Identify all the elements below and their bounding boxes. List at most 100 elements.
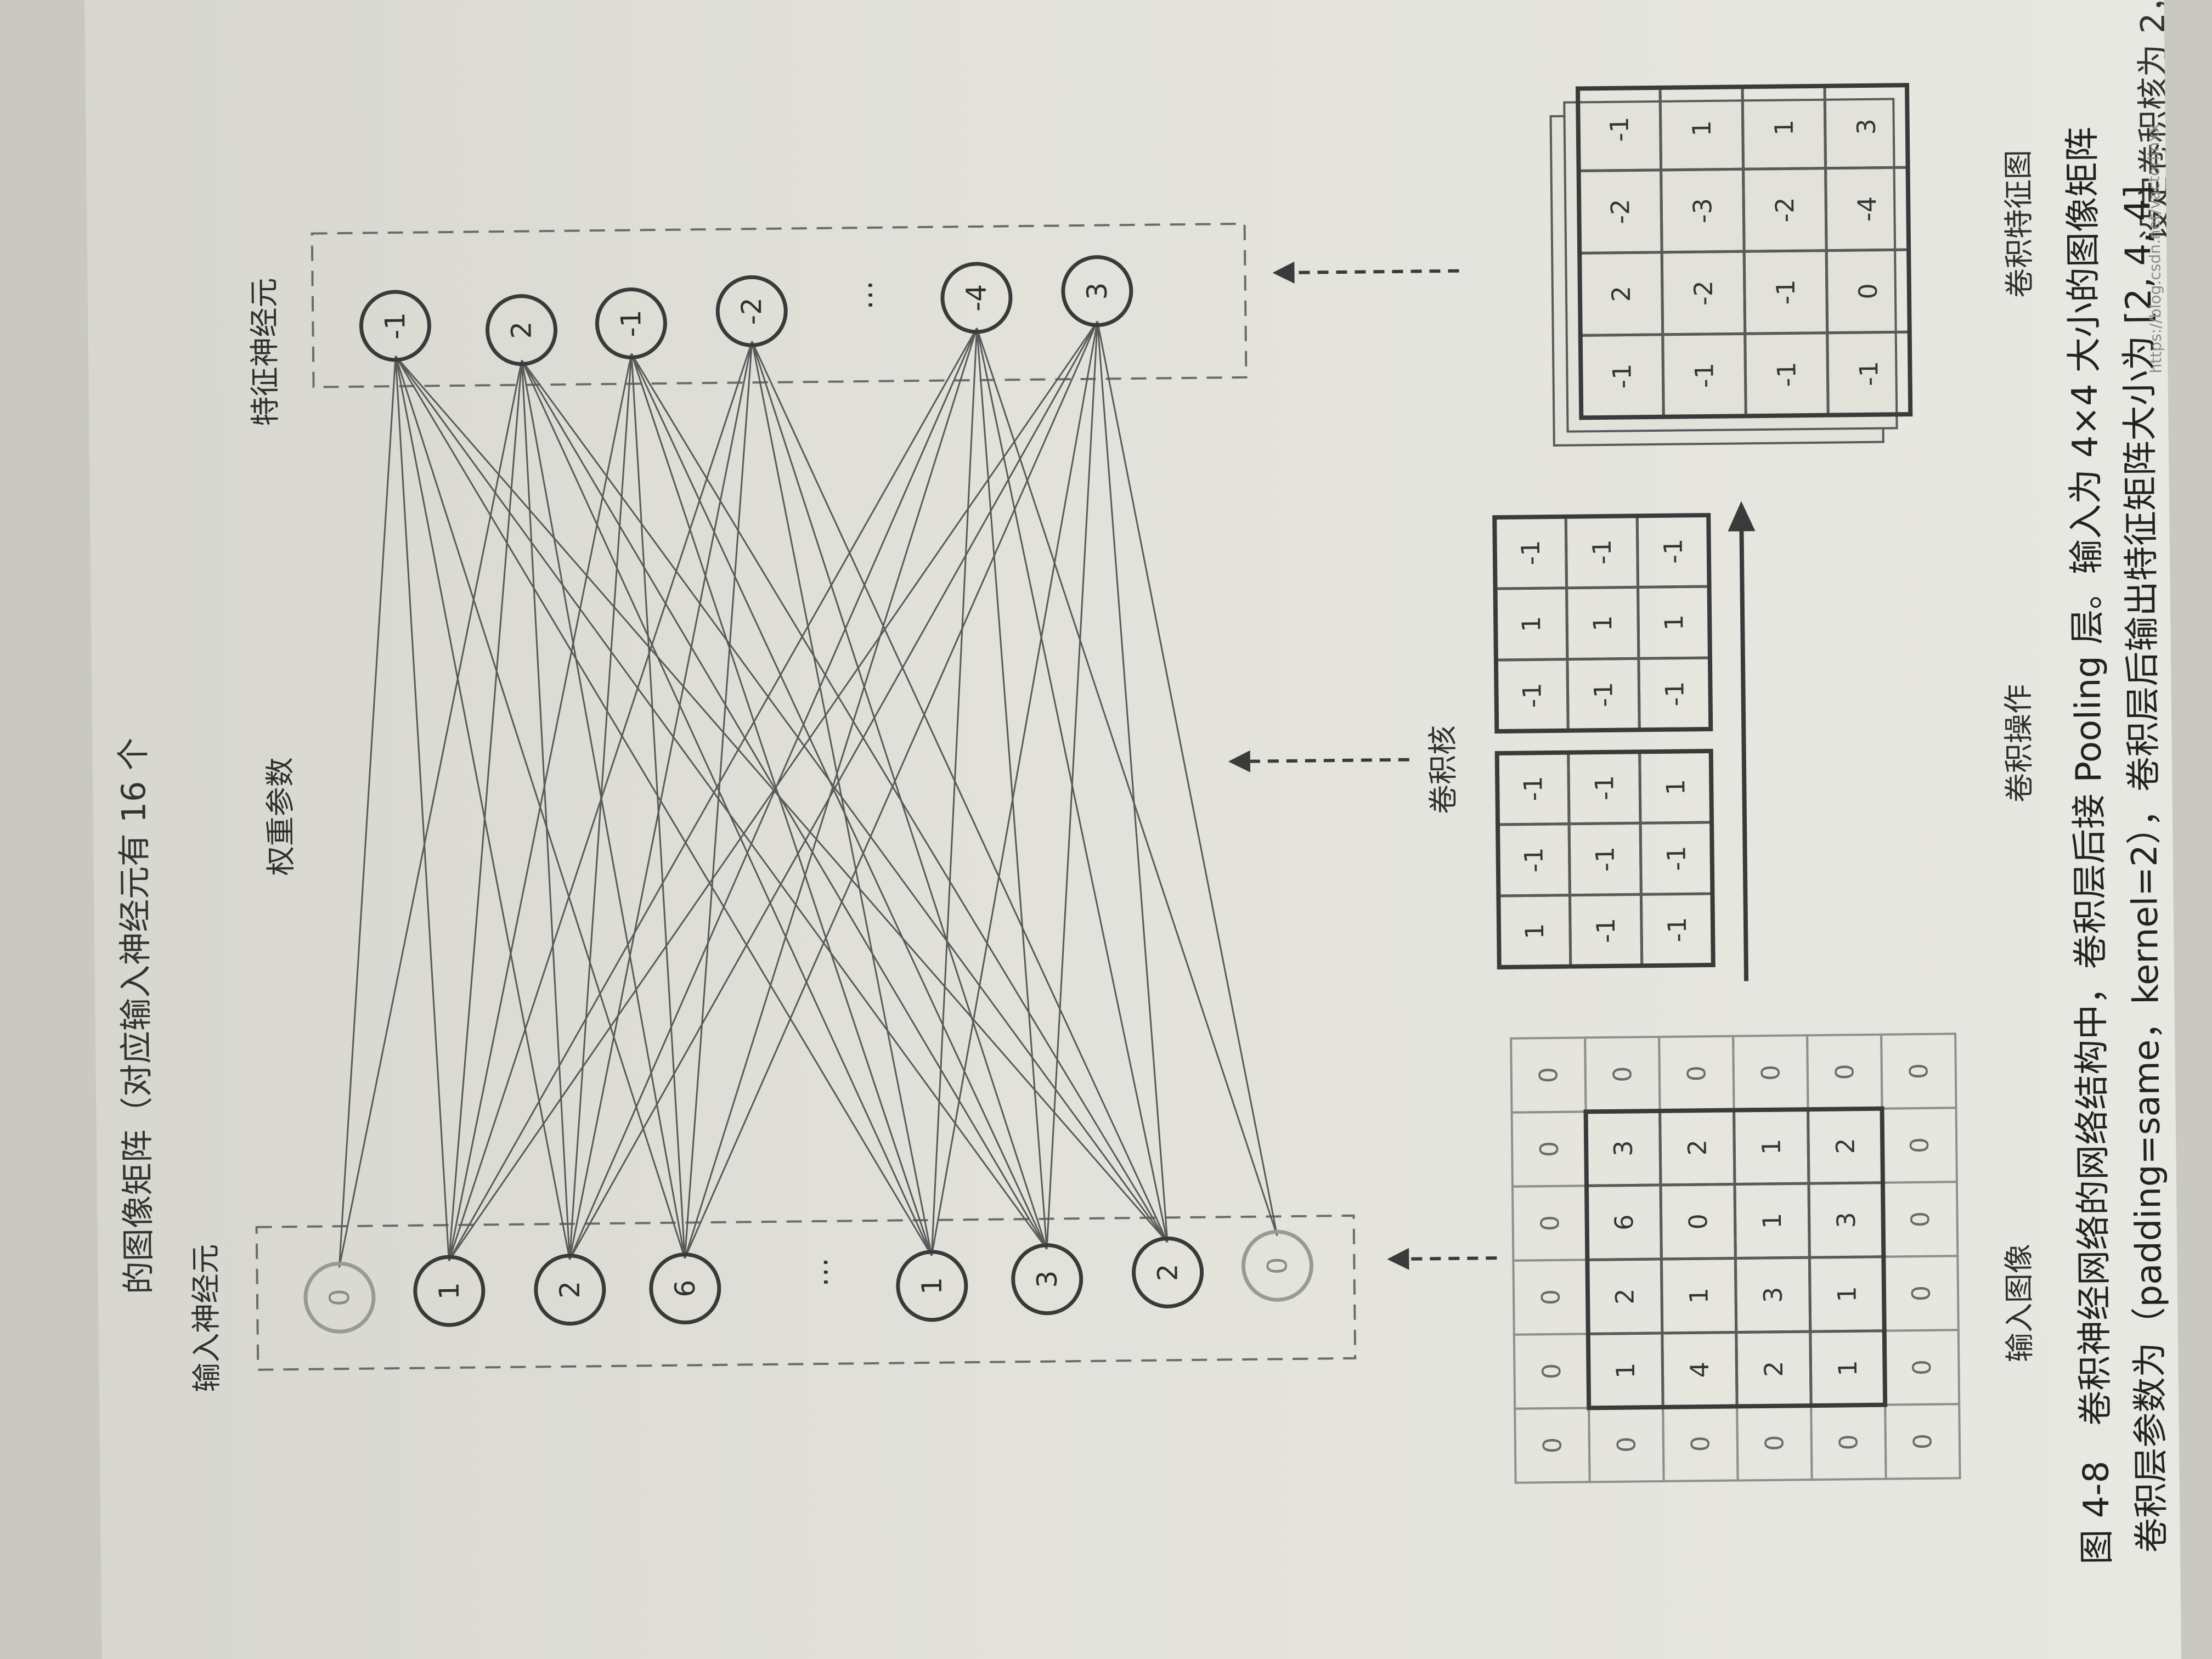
padding-cell: 0 <box>1881 1107 1958 1184</box>
padding-cell: 0 <box>1513 1333 1590 1410</box>
svg-text:-1: -1 <box>1589 775 1619 800</box>
neuron-value: 3 <box>1031 1270 1063 1288</box>
svg-text:-1: -1 <box>1588 682 1618 707</box>
caption-line-1: 图 4-8 卷积神经网络的网络结构中，卷积层后接 Pooling 层。输入为 4… <box>2062 127 2118 1565</box>
svg-text:-1: -1 <box>1519 847 1549 872</box>
svg-text:1: 1 <box>1832 1286 1861 1302</box>
weight-edge <box>976 328 1048 1249</box>
weight-edge <box>684 328 978 1259</box>
svg-text:-1: -1 <box>1517 682 1547 708</box>
weight-edge <box>521 359 1048 1250</box>
svg-text:-1: -1 <box>1591 918 1621 943</box>
grid-cell: 1 <box>1637 585 1712 660</box>
weight-edge <box>630 353 1169 1243</box>
weight-edge <box>568 328 978 1260</box>
grid-cell: 1 <box>1809 1329 1887 1407</box>
caption-line-2: 卷积层参数为（padding=same，kernel=2），卷积层后输出特征矩阵… <box>2118 185 2172 1553</box>
svg-text:6: 6 <box>1609 1214 1639 1231</box>
svg-text:-1: -1 <box>1607 363 1637 388</box>
input-neuron: 3 <box>1011 1243 1084 1316</box>
grid-cell: -1 <box>1496 751 1571 826</box>
svg-text:-1: -1 <box>1518 776 1548 801</box>
kernel-label: 卷积核 <box>1425 725 1461 815</box>
svg-text:0: 0 <box>1853 283 1883 300</box>
grid-cell: -1 <box>1568 893 1644 968</box>
book-page: 的图像矩阵（对应输入神经元有 16 个 设定卷积核为 2，卷 输入神经元 权重参… <box>84 0 2182 1659</box>
feature-neuron: -1 <box>595 287 667 360</box>
watermark: https://blog.csdn.net/vactorlinxx <box>2145 124 2165 374</box>
grid-cell: -1 <box>1493 515 1568 590</box>
svg-text:1: 1 <box>1684 1288 1713 1304</box>
grid-cell: -1 <box>1637 656 1712 731</box>
svg-text:-1: -1 <box>1516 540 1545 565</box>
arrow-to-weights <box>1228 750 1409 772</box>
feature-map-label: 卷积特征图 <box>2001 150 2037 298</box>
grid-layer: 0000000126300410200231100113200000001-1-… <box>1492 83 1961 1484</box>
feature-neuron: -1 <box>359 290 431 362</box>
neuron-value: 6 <box>669 1279 701 1297</box>
padding-cell: 0 <box>1806 1033 1883 1111</box>
neuron-value: 1 <box>916 1277 948 1295</box>
weight-edge <box>448 360 523 1261</box>
padding-cell: 0 <box>1880 1032 1957 1110</box>
grid-cell: 1 <box>1497 894 1572 969</box>
neuron-value: -2 <box>736 297 768 325</box>
padding-cell: 0 <box>1662 1405 1739 1482</box>
weight-edge <box>394 356 450 1261</box>
weight-edge <box>930 328 978 1256</box>
grid-cell: 1 <box>1733 1108 1810 1186</box>
svg-text:-3: -3 <box>1688 198 1717 223</box>
svg-text:0: 0 <box>1904 1063 1933 1080</box>
svg-text:3: 3 <box>1758 1286 1787 1303</box>
grid-cell: 0 <box>1659 1183 1737 1261</box>
svg-text:-1: -1 <box>1590 847 1620 872</box>
grid-cell: -1 <box>1494 658 1570 733</box>
svg-text:-1: -1 <box>1658 538 1688 563</box>
svg-text:-1: -1 <box>1854 361 1883 386</box>
svg-text:2: 2 <box>1831 1138 1860 1154</box>
neuron-value: 1 <box>433 1282 465 1300</box>
conv-op-arrow <box>1728 501 1756 981</box>
svg-text:2: 2 <box>1610 1288 1639 1305</box>
weight-edge <box>448 320 1098 1261</box>
top-cut-text: 的图像矩阵（对应输入神经元有 16 个 <box>114 737 159 1294</box>
padding-cell: 0 <box>1584 1035 1661 1113</box>
padding-cell: 0 <box>1810 1403 1887 1481</box>
padding-cell: 0 <box>1882 1255 1960 1332</box>
neuron-value: 2 <box>554 1281 586 1299</box>
padding-cell: 0 <box>1883 1329 1961 1406</box>
weight-edge <box>568 353 633 1260</box>
input-neurons-box <box>255 1214 1357 1371</box>
neuron-value: -1 <box>615 309 647 337</box>
input-neuron: 2 <box>1132 1236 1204 1308</box>
svg-text:1: 1 <box>1659 614 1689 631</box>
padding-cell: 0 <box>1511 1184 1589 1262</box>
input-image-frame <box>1583 1106 1888 1410</box>
neuron-value: -4 <box>961 284 993 312</box>
weight-edges <box>338 320 1278 1268</box>
input-neuron: 6 <box>649 1252 721 1325</box>
input-neuron: 1 <box>896 1250 968 1322</box>
svg-text:1: 1 <box>1588 615 1617 631</box>
padding-cell: 0 <box>1736 1404 1813 1482</box>
svg-text:3: 3 <box>1609 1140 1638 1156</box>
svg-text:0: 0 <box>1611 1436 1641 1453</box>
grid-cell: -1 <box>1496 822 1571 898</box>
weight-edge <box>751 341 1169 1243</box>
grid-cell: 3 <box>1807 1181 1885 1259</box>
svg-text:1: 1 <box>1516 616 1546 632</box>
svg-text:-2: -2 <box>1605 199 1635 224</box>
svg-text:0: 0 <box>1833 1434 1863 1451</box>
grid-cell: 2 <box>1658 1109 1736 1187</box>
padding-cell: 0 <box>1588 1406 1665 1483</box>
padding-cell: 0 <box>1658 1035 1735 1112</box>
svg-text:0: 0 <box>1908 1434 1937 1450</box>
weight-edge <box>338 360 523 1268</box>
svg-text:3: 3 <box>1852 119 1881 135</box>
svg-text:1: 1 <box>1833 1360 1863 1376</box>
kernel-frame <box>1494 748 1716 970</box>
padding-cell: 0 <box>1884 1403 1961 1480</box>
svg-text:1: 1 <box>1757 1212 1787 1229</box>
svg-text:0: 0 <box>1756 1064 1785 1081</box>
